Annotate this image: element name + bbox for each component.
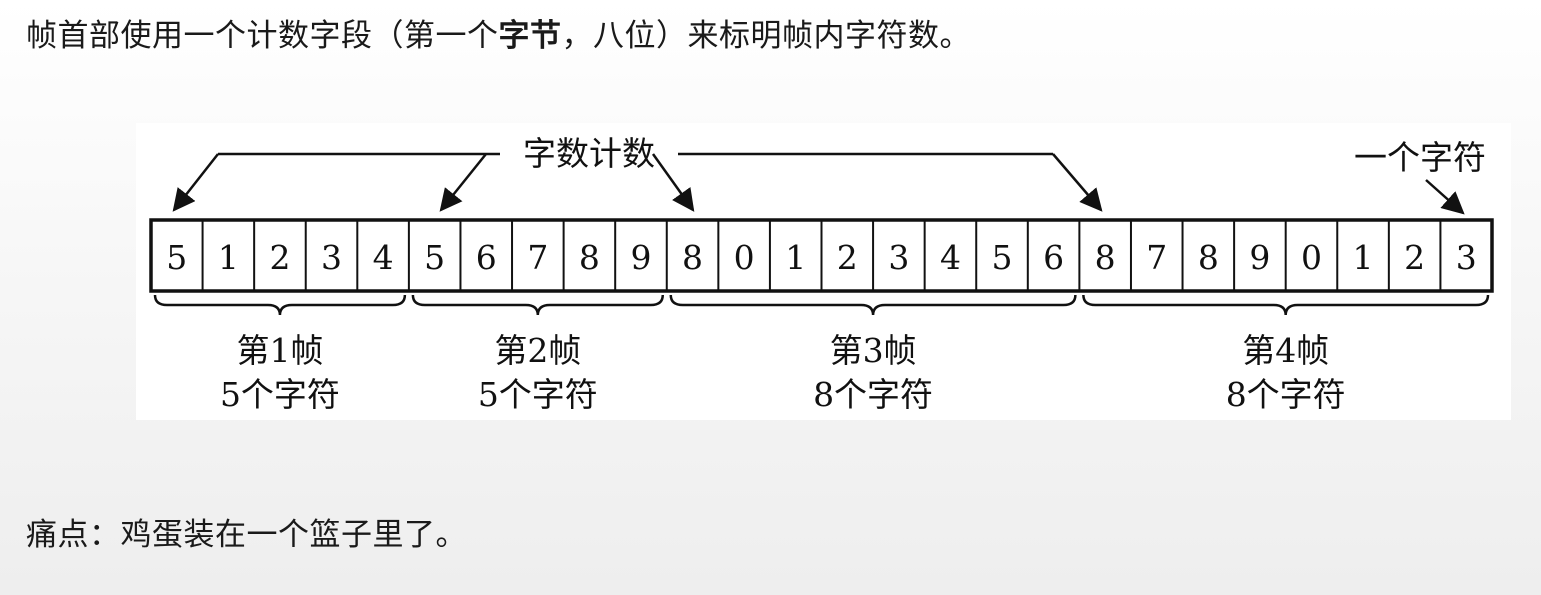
cell-character: 5 — [424, 238, 445, 277]
arrow-to-frame4-count — [1052, 153, 1103, 212]
arrow-to-frame3-count — [651, 153, 695, 212]
frame-brace-4 — [1082, 294, 1490, 316]
frame-name-4: 第4帧 — [1242, 331, 1329, 370]
cell-character: 2 — [837, 238, 858, 277]
frame-brace-2 — [411, 294, 665, 316]
cell-character: 8 — [1095, 238, 1116, 277]
cell-character: 8 — [1198, 238, 1219, 277]
cell-character: 6 — [1043, 238, 1064, 277]
intro-part1: 帧首部使用一个计数字段（第一个 — [26, 18, 499, 54]
intro-bold-term: 字节 — [498, 18, 562, 54]
cell-character: 5 — [992, 238, 1013, 277]
cell-character: 4 — [940, 238, 961, 277]
cell-character: 7 — [527, 238, 548, 277]
intro-part2: ，八位）来标明帧内字符数。 — [561, 18, 971, 54]
frame-brace-3 — [669, 294, 1077, 316]
cell-character: 9 — [1249, 238, 1270, 277]
cell-character: 8 — [682, 238, 703, 277]
frame-desc-4: 8个字符 — [1226, 375, 1346, 414]
arrow-to-frame1-count — [172, 153, 219, 212]
frame-name-2: 第2帧 — [494, 331, 581, 370]
frame-braces: 第1帧 5个字符 第2帧 5个字符 第3帧 8个字符 第4帧 8个字符 — [153, 294, 1490, 414]
frame-desc-1: 5个字符 — [220, 375, 340, 414]
frame-desc-3: 8个字符 — [813, 375, 933, 414]
cell-character: 0 — [734, 238, 755, 277]
intro-text: 帧首部使用一个计数字段（第一个字节，八位）来标明帧内字符数。 — [26, 14, 971, 58]
cell-character: 2 — [1404, 238, 1425, 277]
cell-character: 5 — [166, 238, 187, 277]
cell-character: 9 — [630, 238, 651, 277]
cell-character: 2 — [269, 238, 290, 277]
cell-character: 3 — [1456, 238, 1477, 277]
cell-character: 3 — [888, 238, 909, 277]
cell-character: 8 — [579, 238, 600, 277]
one-character-label: 一个字符 — [1354, 138, 1486, 177]
arrow-to-frame2-count — [439, 153, 487, 212]
cell-character: 1 — [785, 238, 806, 277]
frame-name-3: 第3帧 — [830, 331, 917, 370]
cell-character: 1 — [1353, 238, 1374, 277]
cell-character: 3 — [321, 238, 342, 277]
cell-character: 1 — [218, 238, 239, 277]
cell-character: 4 — [373, 238, 394, 277]
cell-character: 6 — [476, 238, 497, 277]
frame-name-1: 第1帧 — [236, 331, 323, 370]
cell-character: 7 — [1146, 238, 1167, 277]
frame-desc-2: 5个字符 — [478, 375, 598, 414]
count-label: 字数计数 — [523, 134, 655, 173]
cell-character: 0 — [1301, 238, 1322, 277]
frame-brace-1 — [153, 294, 407, 316]
arrow-to-one-character — [1425, 179, 1465, 215]
pain-point-text: 痛点：鸡蛋装在一个篮子里了。 — [26, 517, 467, 553]
